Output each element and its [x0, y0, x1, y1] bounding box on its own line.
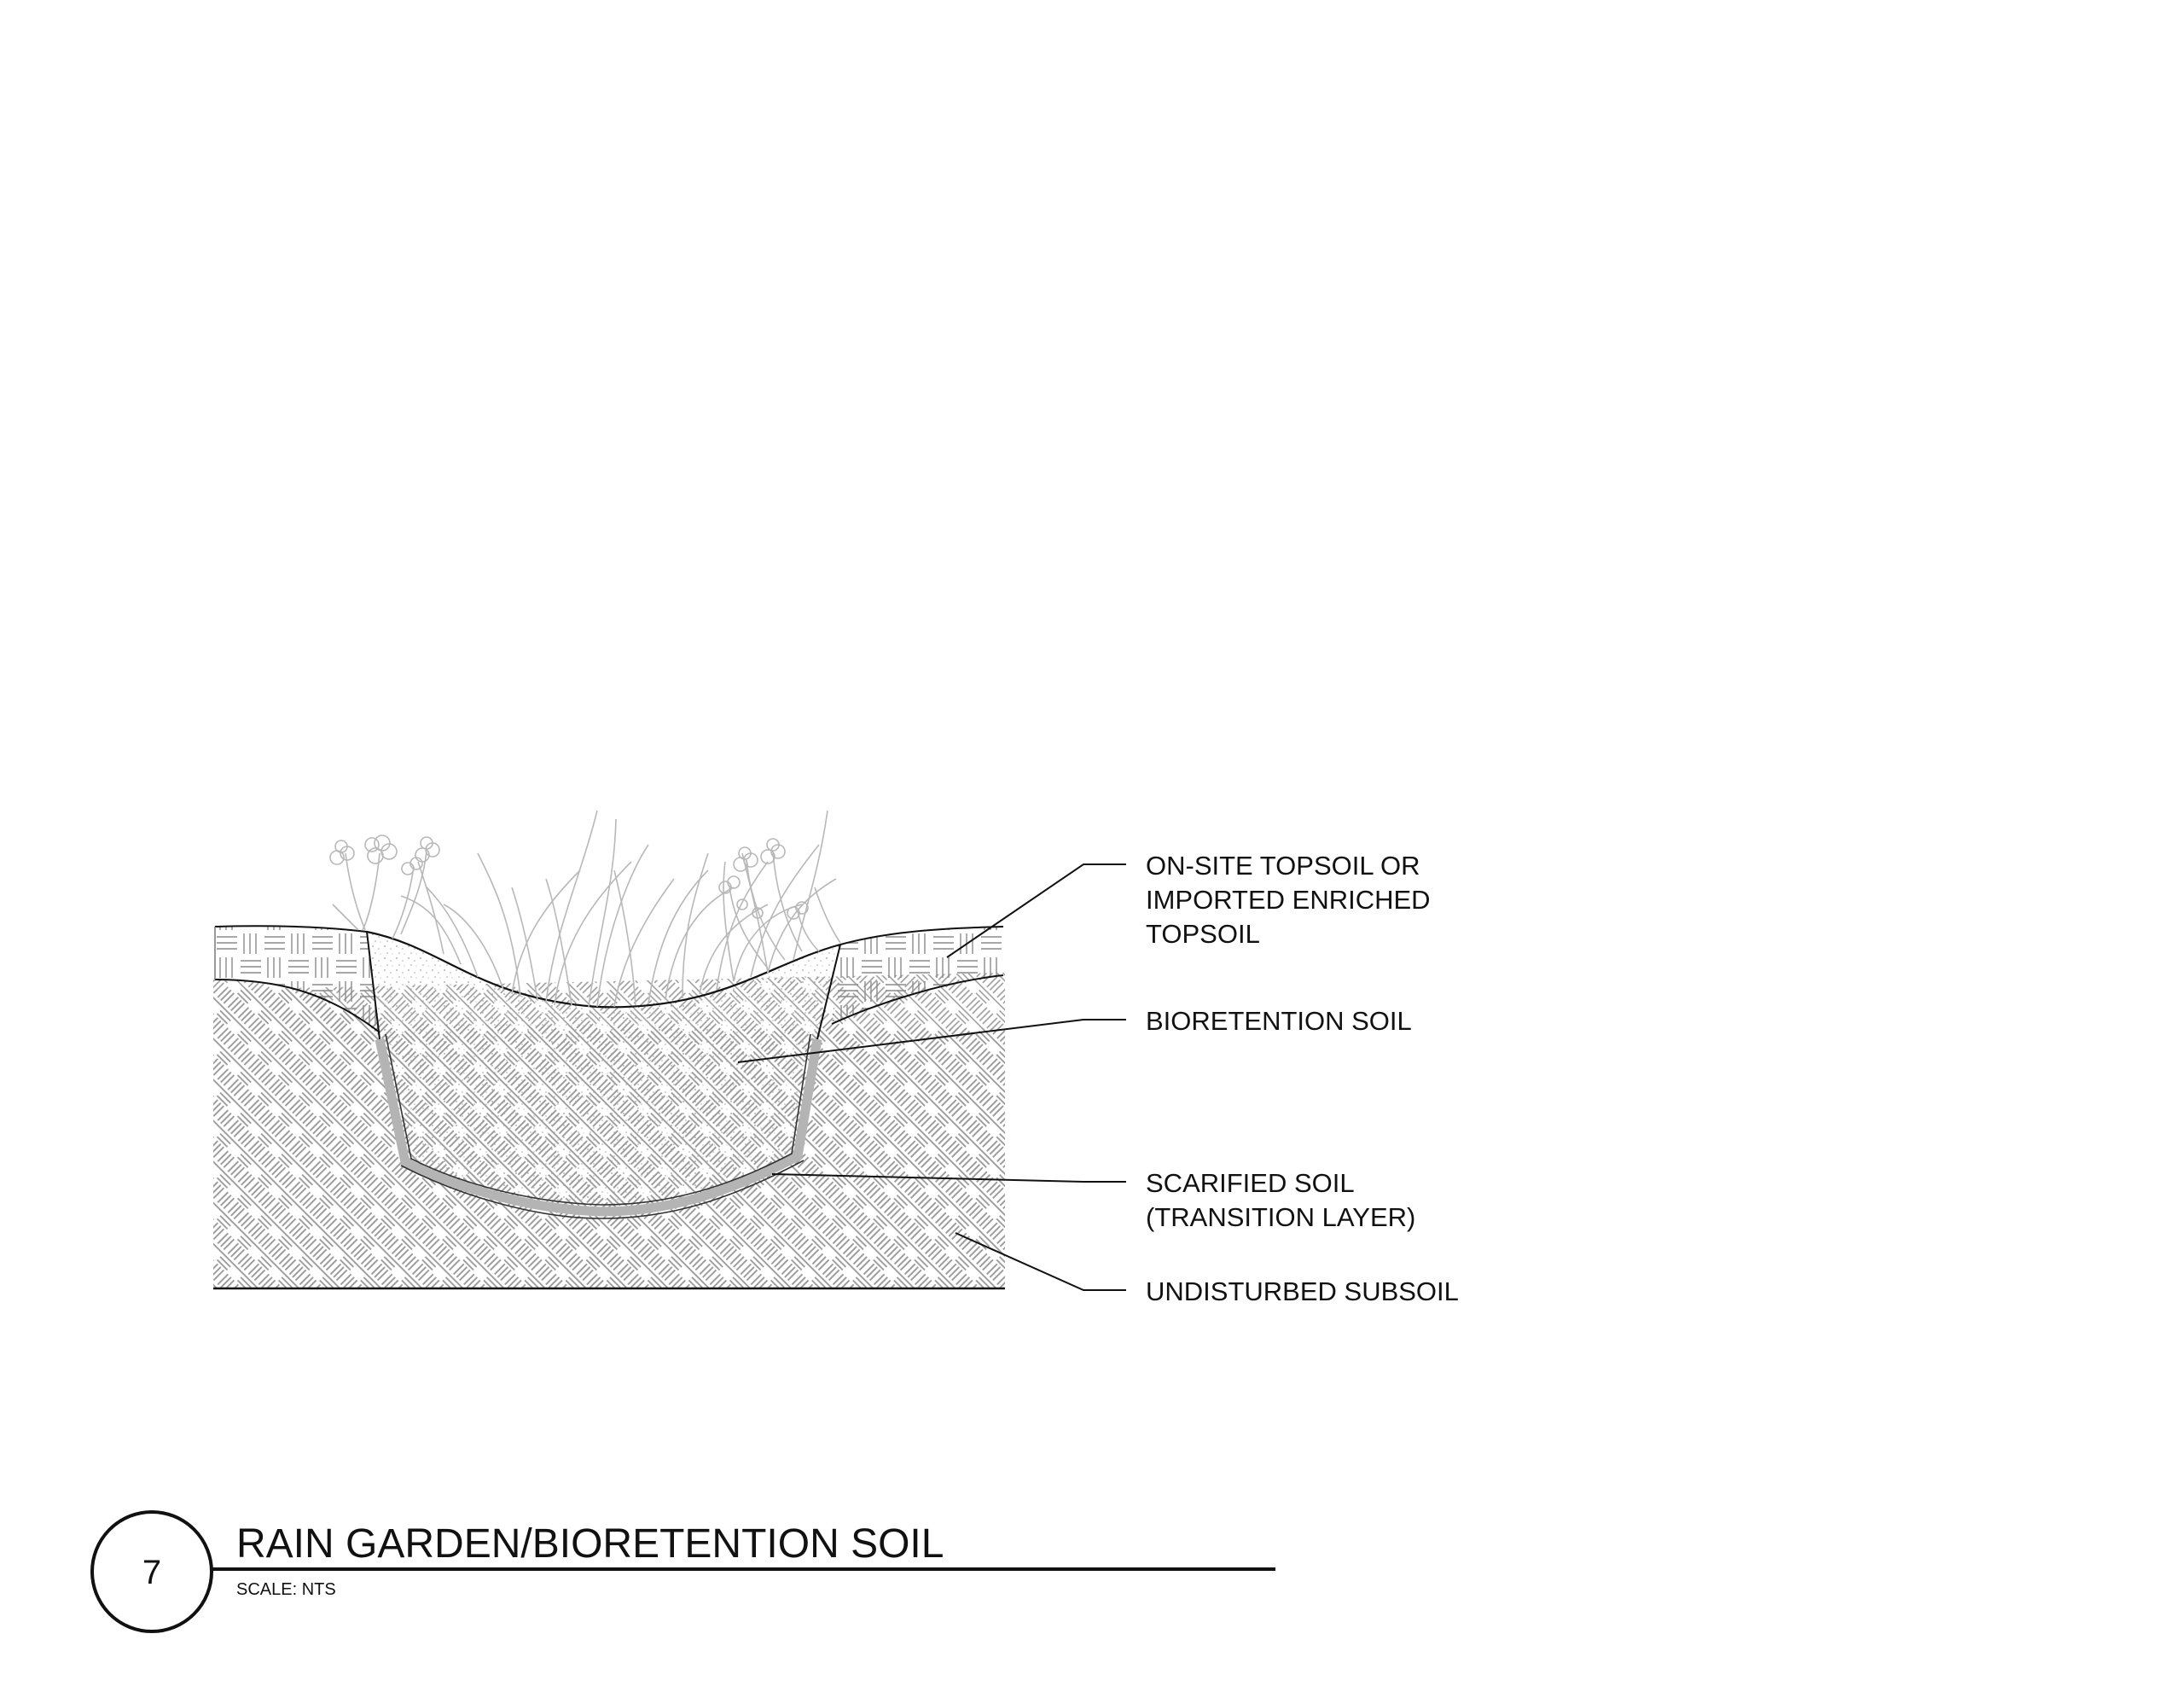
callout-bioretention-line-1: BIORETENTION SOIL: [1146, 1006, 1412, 1036]
detail-title: RAIN GARDEN/BIORETENTION SOIL: [236, 1521, 944, 1567]
callout-topsoil-line-2: IMPORTED ENRICHED: [1146, 885, 1431, 915]
detail-scale: SCALE: NTS: [236, 1580, 336, 1599]
callout-scarified: SCARIFIED SOIL (TRANSITION LAYER): [1146, 1168, 1415, 1232]
bioretention-soil: [367, 932, 840, 1212]
callout-scarified-line-1: SCARIFIED SOIL: [1146, 1168, 1354, 1198]
detail-number: 7: [142, 1554, 161, 1591]
callout-subsoil-line-1: UNDISTURBED SUBSOIL: [1146, 1276, 1459, 1306]
callout-topsoil: ON-SITE TOPSOIL OR IMPORTED ENRICHED TOP…: [1146, 851, 1438, 949]
leader-lines: [737, 863, 1126, 1291]
leader-scarified: [771, 1173, 1126, 1183]
scarified-transition-layer: [375, 1038, 822, 1217]
callout-subsoil: UNDISTURBED SUBSOIL: [1146, 1276, 1459, 1306]
leader-bioretention: [737, 1019, 1126, 1063]
plant-material: [329, 810, 841, 1008]
leader-topsoil: [946, 863, 1126, 958]
callout-bioretention: BIORETENTION SOIL: [1146, 1006, 1412, 1036]
callout-scarified-line-2: (TRANSITION LAYER): [1146, 1202, 1415, 1232]
callout-topsoil-line-3: TOPSOIL: [1146, 919, 1260, 949]
callout-topsoil-line-1: ON-SITE TOPSOIL OR: [1146, 851, 1420, 881]
topsoil-right: [832, 927, 1003, 1024]
leader-subsoil: [955, 1232, 1126, 1291]
detail-number-bubble: [90, 1510, 213, 1633]
